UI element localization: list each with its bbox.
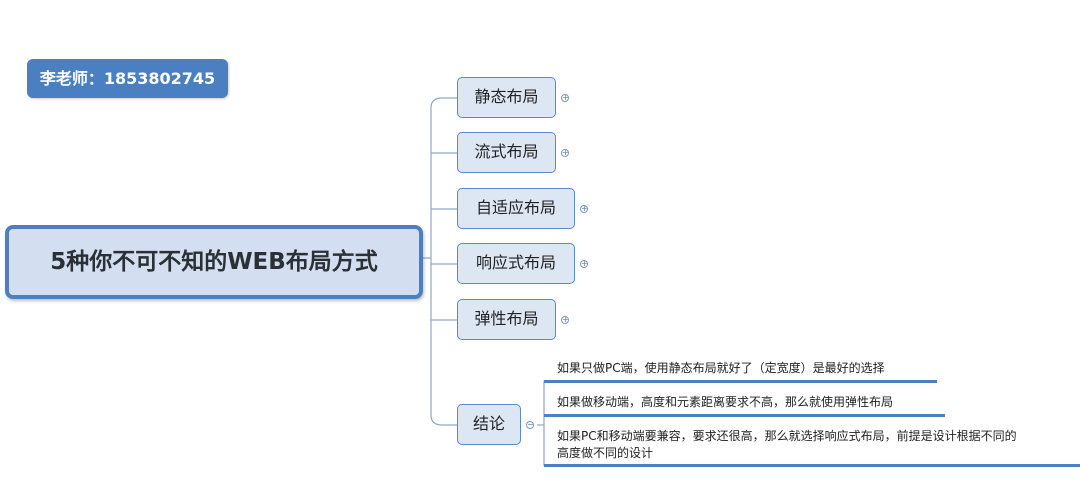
conclusion-item-pc[interactable]: 如果只做PC端，使用静态布局就好了（定宽度）是最好的选择 — [557, 361, 885, 375]
leaf-underline — [544, 464, 1080, 467]
branch-node-conclusion[interactable]: 结论 — [457, 404, 521, 445]
conclusion-item-compatible-continued[interactable]: 高度做不同的设计 — [557, 446, 654, 460]
branch-connector — [430, 414, 457, 426]
conclusion-item-mobile[interactable]: 如果做移动端，高度和元素距离要求不高，那么就使用弹性布局 — [557, 395, 894, 409]
branch-node-adaptive-layout[interactable]: 自适应布局 — [457, 188, 575, 229]
expand-toggle-icon[interactable]: + — [580, 204, 588, 213]
branch-node-responsive-layout[interactable]: 响应式布局 — [457, 243, 575, 284]
expand-toggle-icon[interactable]: + — [561, 93, 569, 102]
conclusion-item-compatible[interactable]: 如果PC和移动端要兼容，要求还很高，那么就选择响应式布局，前提是设计根据不同的 — [557, 429, 1017, 443]
root-node[interactable]: 5种你不可不知的WEB布局方式 — [5, 225, 423, 299]
branch-connector — [430, 97, 457, 109]
branch-node-static-layout[interactable]: 静态布局 — [457, 77, 556, 118]
leaf-underline — [544, 414, 945, 417]
branch-node-flex-layout[interactable]: 弹性布局 — [457, 299, 556, 340]
teacher-contact-badge: 李老师：1853802745 — [27, 59, 228, 98]
branch-node-fluid-layout[interactable]: 流式布局 — [457, 132, 556, 173]
expand-toggle-icon[interactable]: + — [561, 148, 569, 157]
expand-toggle-icon[interactable]: + — [561, 315, 569, 324]
collapse-toggle-icon[interactable]: − — [526, 420, 534, 429]
leaf-underline — [544, 380, 937, 383]
expand-toggle-icon[interactable]: + — [580, 259, 588, 268]
